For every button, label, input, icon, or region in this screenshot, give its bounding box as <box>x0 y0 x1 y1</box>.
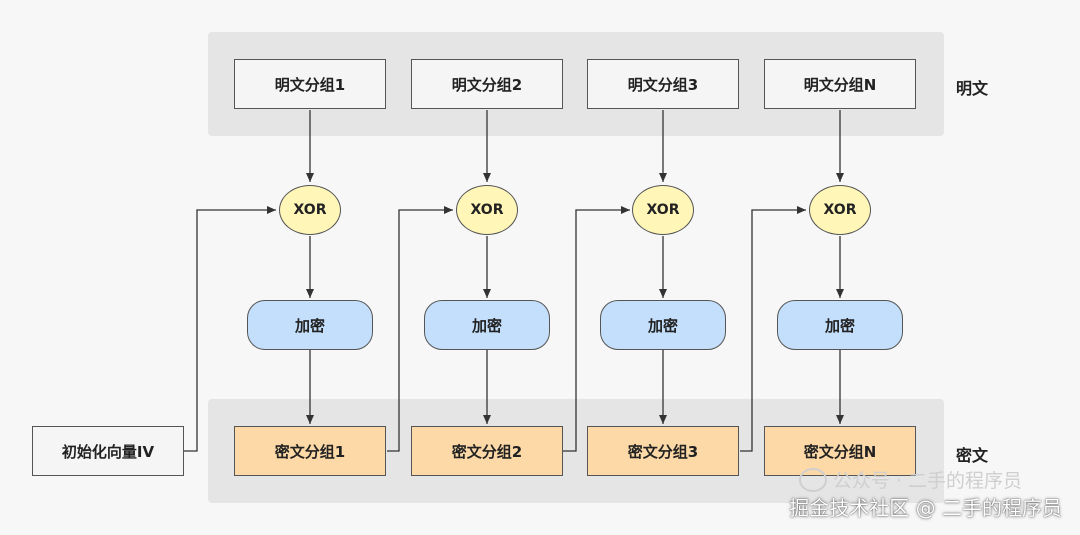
encrypt-node-n: 加密 <box>777 300 903 350</box>
watermark: 公众号 · 二手的程序员 掘金技术社区 @ 二手的程序员 <box>789 467 1062 521</box>
site-watermark-text: 掘金技术社区 @ 二手的程序员 <box>789 496 1062 520</box>
ciphertext-block-1: 密文分组1 <box>234 426 386 476</box>
plaintext-block-n: 明文分组N <box>764 59 916 109</box>
iv-block: 初始化向量IV <box>32 426 184 476</box>
wechat-watermark-text: 公众号 · 二手的程序员 <box>832 470 1022 492</box>
ciphertext-row-label: 密文 <box>956 446 989 465</box>
encrypt-node-1: 加密 <box>247 300 373 350</box>
xor-node-3: XOR <box>632 185 694 235</box>
xor-node-1: XOR <box>279 185 341 235</box>
ciphertext-block-3: 密文分组3 <box>587 426 739 476</box>
xor-node-2: XOR <box>456 185 518 235</box>
plaintext-block-1: 明文分组1 <box>234 59 386 109</box>
wechat-icon <box>798 467 827 492</box>
ciphertext-block-2: 密文分组2 <box>411 426 563 476</box>
encrypt-node-2: 加密 <box>424 300 550 350</box>
plaintext-row-label: 明文 <box>956 79 989 98</box>
xor-node-n: XOR <box>809 185 871 235</box>
wechat-watermark: 公众号 · 二手的程序员 <box>798 466 1022 493</box>
plaintext-block-2: 明文分组2 <box>411 59 563 109</box>
encrypt-node-3: 加密 <box>600 300 726 350</box>
plaintext-block-3: 明文分组3 <box>587 59 739 109</box>
ciphertext-block-n: 密文分组N <box>764 426 916 476</box>
